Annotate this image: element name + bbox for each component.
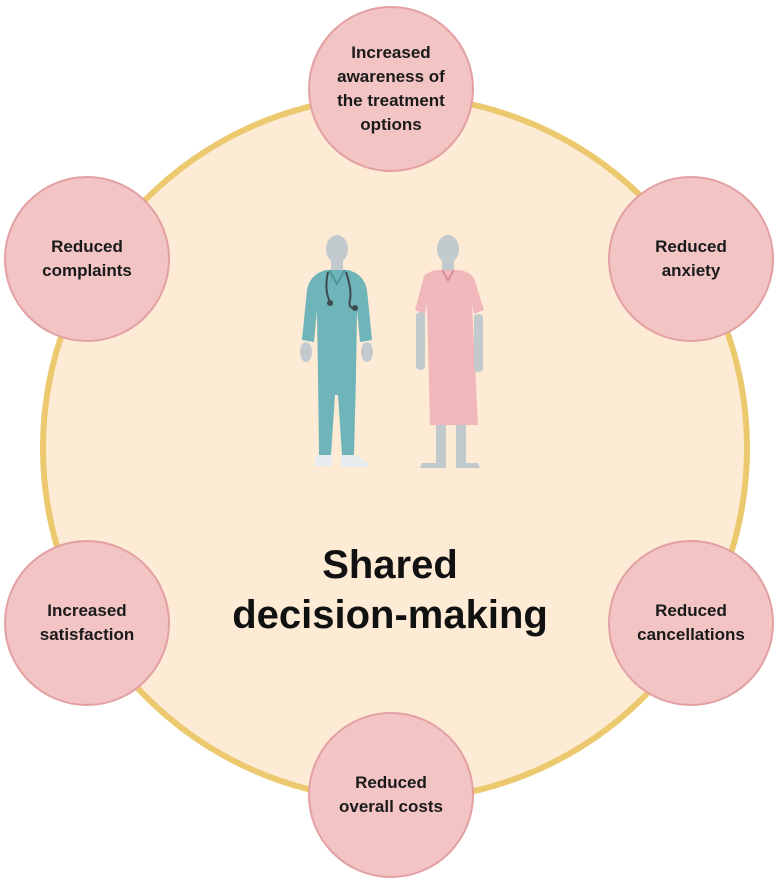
outcome-complaints-bubble: Reduced complaints <box>4 176 170 342</box>
outcome-cancellations-label: Reduced cancellations <box>637 601 745 644</box>
outcome-costs-bubble: Reduced overall costs <box>308 712 474 878</box>
doctor-figure-icon <box>300 235 373 467</box>
outcome-satisfaction-bubble: Increased satisfaction <box>4 540 170 706</box>
outcome-anxiety-label: Reduced anxiety <box>655 237 727 280</box>
outcome-complaints-label: Reduced complaints <box>42 237 132 280</box>
outcome-costs-label: Reduced overall costs <box>339 773 443 816</box>
outcome-anxiety-bubble: Reduced anxiety <box>608 176 774 342</box>
outcome-awareness-label: Increased awareness of the treatment opt… <box>337 43 445 134</box>
figures-illustration <box>300 235 484 468</box>
outcome-awareness-bubble: Increased awareness of the treatment opt… <box>308 6 474 172</box>
center-title: Shared decision-making <box>232 543 548 637</box>
patient-figure-icon <box>415 235 484 468</box>
outcome-cancellations-bubble: Reduced cancellations <box>608 540 774 706</box>
outcome-satisfaction-label: Increased satisfaction <box>39 601 135 644</box>
